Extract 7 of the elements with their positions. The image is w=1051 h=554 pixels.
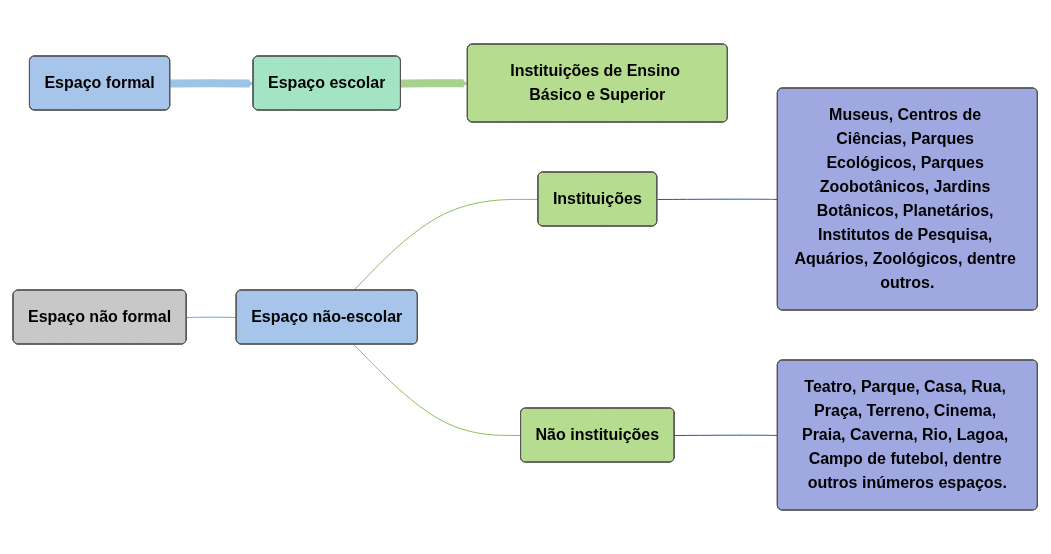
connector: [353, 344, 522, 436]
arrow: [401, 78, 469, 88]
connector: [674, 434, 779, 436]
connector: [353, 198, 540, 291]
connector: [657, 198, 779, 200]
connector: [186, 316, 238, 318]
arrow: [170, 79, 255, 88]
